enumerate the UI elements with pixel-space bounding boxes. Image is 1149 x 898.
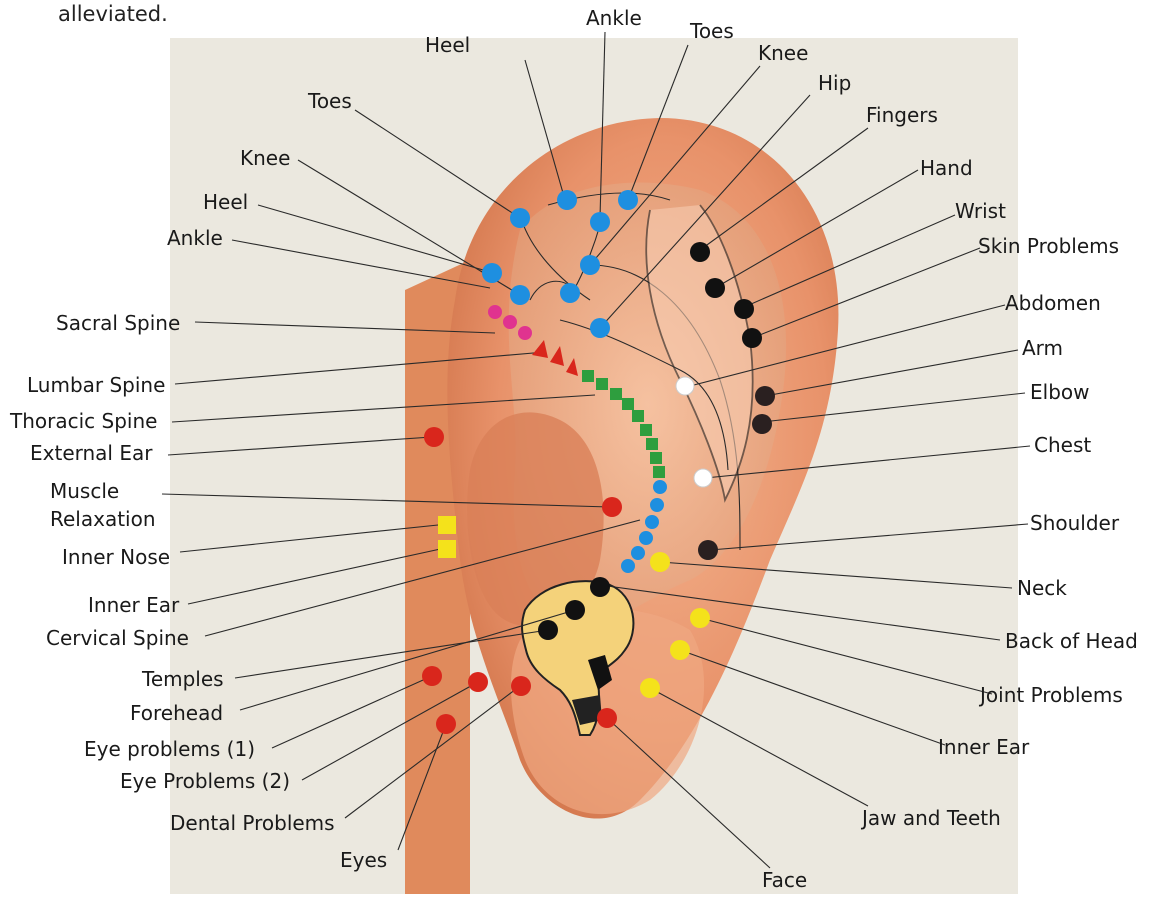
point-knee-top — [580, 255, 600, 275]
point-shoulder — [698, 540, 718, 560]
point-abdomen — [676, 377, 694, 395]
label-wrist: Wrist — [955, 199, 1006, 223]
point-temples — [538, 620, 558, 640]
point-spine-2 — [650, 498, 664, 512]
label-neck: Neck — [1017, 576, 1067, 600]
point-fingers — [690, 242, 710, 262]
point-muscle — [602, 497, 622, 517]
label-forehead: Forehead — [130, 701, 223, 725]
label-heel-left: Heel — [203, 190, 248, 214]
label-eye-problems-2: Eye Problems (2) — [120, 769, 290, 793]
label-hand: Hand — [920, 156, 973, 180]
label-thoracic-spine: Thoracic Spine — [9, 409, 157, 433]
label-toes-left: Toes — [307, 89, 352, 113]
point-eyes — [436, 714, 456, 734]
label-ankle-top: Ankle — [586, 6, 642, 30]
point-wrist — [734, 299, 754, 319]
point-inner-ear-right — [670, 640, 690, 660]
point-arm — [755, 386, 775, 406]
label-toes-top: Toes — [689, 19, 734, 43]
label-sacral-spine: Sacral Spine — [56, 311, 180, 335]
point-knee-left — [510, 285, 530, 305]
label-elbow: Elbow — [1030, 380, 1089, 404]
label-fingers: Fingers — [866, 103, 938, 127]
point-spine-3 — [645, 515, 659, 529]
label-eyes: Eyes — [340, 848, 387, 872]
point-ankle-top — [590, 212, 610, 232]
label-face: Face — [762, 868, 807, 892]
caption-text: alleviated. — [58, 2, 168, 26]
point-neck — [650, 552, 670, 572]
point-external-ear — [424, 427, 444, 447]
point-eye-1 — [422, 666, 442, 686]
label-lumbar-spine: Lumbar Spine — [27, 373, 165, 397]
label-cervical-spine: Cervical Spine — [46, 626, 189, 650]
point-elbow — [752, 414, 772, 434]
point-hip — [590, 318, 610, 338]
label-shoulder: Shoulder — [1030, 511, 1120, 535]
label-arm: Arm — [1022, 336, 1063, 360]
label-joint-problems: Joint Problems — [978, 683, 1123, 707]
label-knee-top: Knee — [758, 41, 808, 65]
point-back-of-head — [590, 577, 610, 597]
label-jaw-and-teeth: Jaw and Teeth — [860, 806, 1001, 830]
point-toes-top — [618, 190, 638, 210]
label-eye-problems-1: Eye problems (1) — [84, 737, 255, 761]
label-muscle-relaxation-1: Muscle — [50, 479, 119, 503]
point-heel-top — [557, 190, 577, 210]
label-heel-top: Heel — [425, 33, 470, 57]
label-inner-nose: Inner Nose — [62, 545, 170, 569]
point-forehead — [565, 600, 585, 620]
label-external-ear: External Ear — [30, 441, 153, 465]
point-spine-6 — [621, 559, 635, 573]
point-dental — [511, 676, 531, 696]
label-hip: Hip — [818, 71, 851, 95]
label-temples: Temples — [141, 667, 224, 691]
point-inner-nose-1 — [438, 516, 456, 534]
point-skin — [742, 328, 762, 348]
point-spine-5 — [631, 546, 645, 560]
label-skin-problems: Skin Problems — [978, 234, 1119, 258]
point-hand — [705, 278, 725, 298]
point-spine-1 — [653, 480, 667, 494]
point-spine-4 — [639, 531, 653, 545]
point-ankle-mid — [560, 283, 580, 303]
point-face — [597, 708, 617, 728]
point-inner-nose-2 — [438, 540, 456, 558]
point-jaw — [640, 678, 660, 698]
label-ankle-left: Ankle — [167, 226, 223, 250]
label-muscle-relaxation-2: Relaxation — [50, 507, 156, 531]
label-chest: Chest — [1034, 433, 1091, 457]
label-inner-ear-right: Inner Ear — [938, 735, 1030, 759]
label-back-of-head: Back of Head — [1005, 629, 1138, 653]
point-eye-2 — [468, 672, 488, 692]
point-chest — [694, 469, 712, 487]
label-knee-left: Knee — [240, 146, 290, 170]
label-inner-ear-left: Inner Ear — [88, 593, 180, 617]
label-dental-problems: Dental Problems — [170, 811, 335, 835]
point-toes-left — [510, 208, 530, 228]
label-abdomen: Abdomen — [1005, 291, 1101, 315]
point-joint — [690, 608, 710, 628]
point-heel-left — [482, 263, 502, 283]
background-right — [1018, 38, 1149, 894]
